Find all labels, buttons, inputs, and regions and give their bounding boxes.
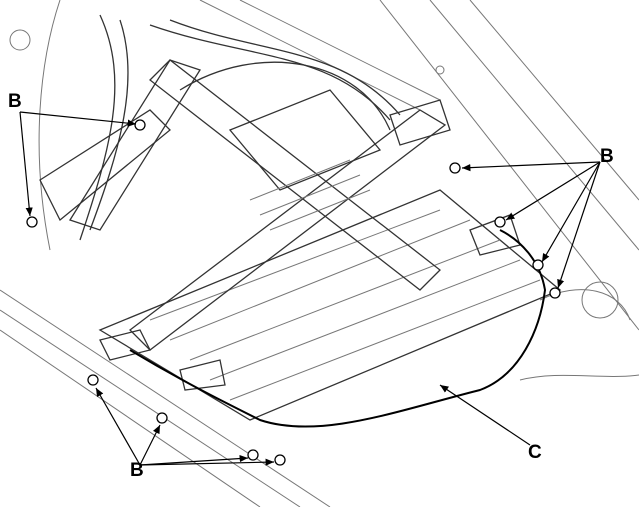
label-b-top-left: B xyxy=(8,91,22,112)
bolts xyxy=(26,119,561,466)
leader-lines xyxy=(19,111,601,466)
tray-frame xyxy=(39,59,562,421)
cables xyxy=(79,14,401,241)
wiring-harness-c xyxy=(129,229,547,428)
label-c: C xyxy=(528,442,542,463)
label-b-bottom: B xyxy=(130,460,144,481)
label-b-right: B xyxy=(600,146,614,167)
